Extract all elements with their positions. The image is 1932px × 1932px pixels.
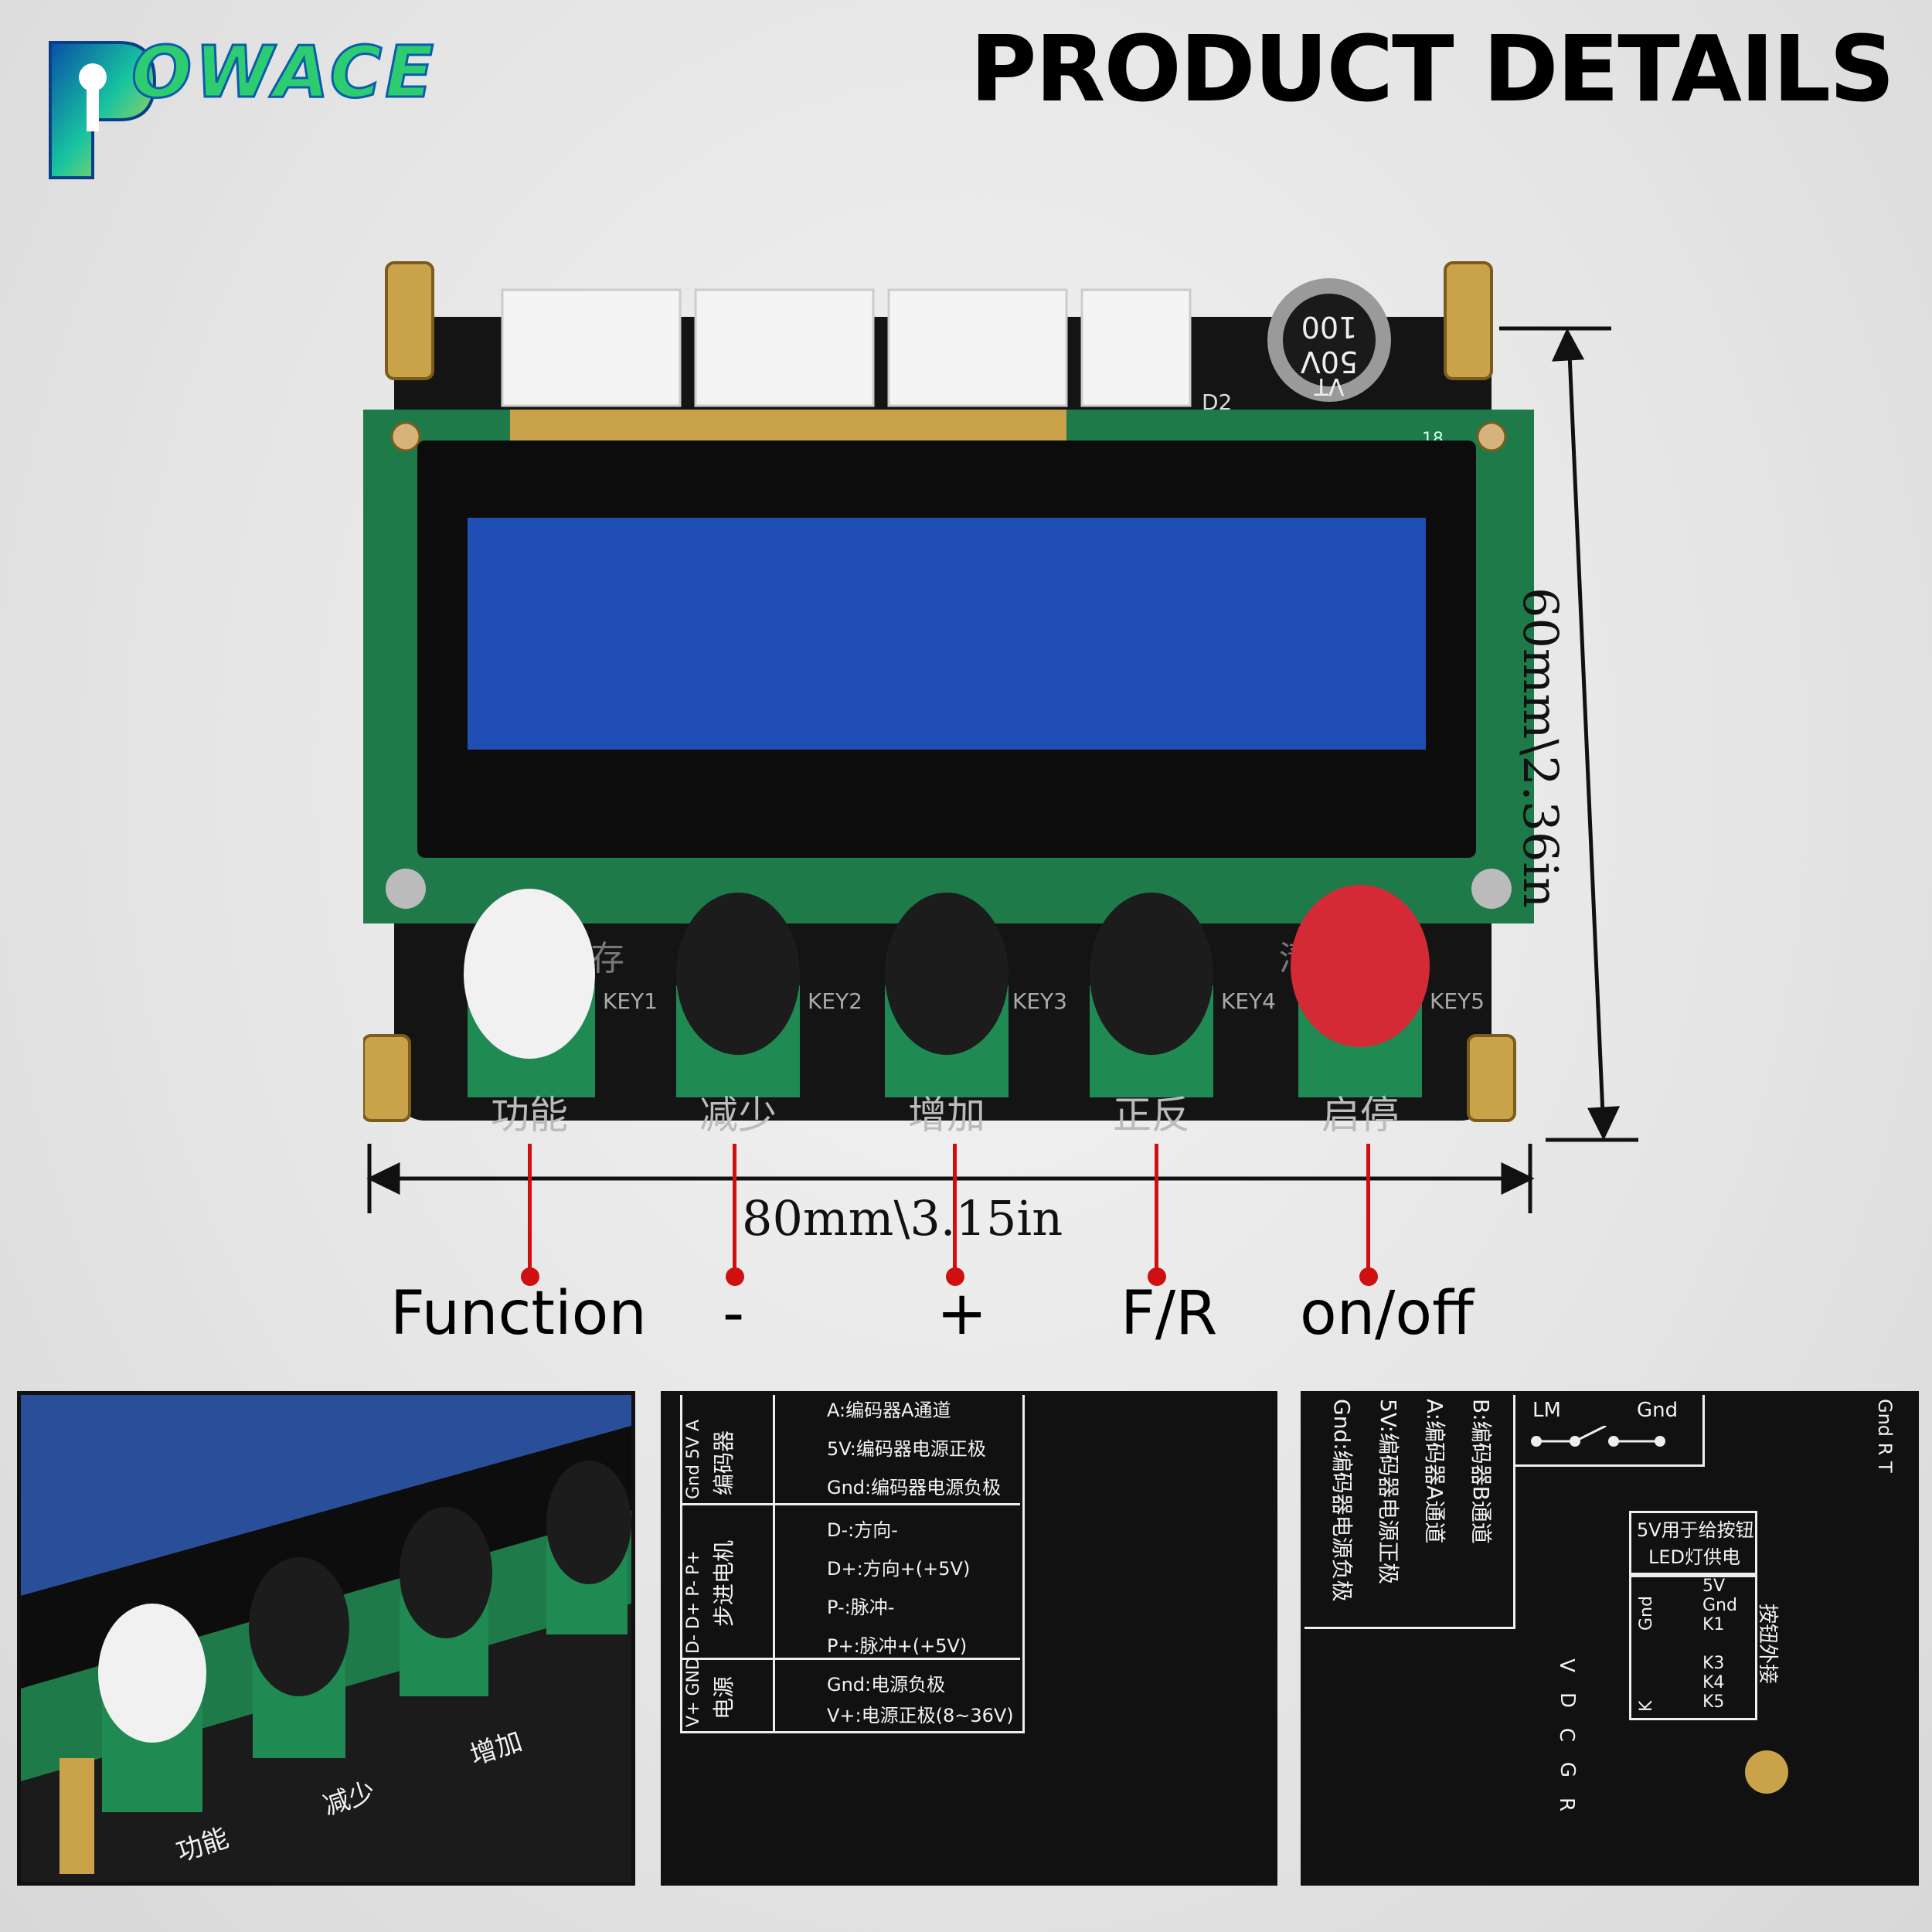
encoder-5v-line: 5V:编码器电源正极 [1376,1399,1401,1585]
callout-line-onoff [1366,1144,1370,1275]
wiring-line: D+:方向+(+5V) [827,1558,971,1580]
callout-dot-fr [1148,1267,1166,1286]
brass-standoffs [363,261,1516,1122]
ext-pin: K5 [1702,1692,1725,1712]
callout-line-plus [953,1144,957,1275]
switch-gnd: Gnd [1637,1399,1679,1422]
wiring-line: 5V:编码器电源正极 [827,1438,986,1460]
group-encoder-pins: Gnd 5V A [684,1419,703,1499]
cap-value-text: 100 [1301,310,1358,344]
bottom-pin-r: R [1555,1797,1579,1812]
bottom-pin-d: D [1556,1692,1580,1709]
connector-row [501,288,1192,407]
callout-dot-plus [946,1267,964,1286]
silk-decrease: 减少 [699,1093,777,1138]
ext-pin: Gnd [1702,1596,1737,1615]
encoder-a-line: A:编码器A通道 [1422,1399,1447,1544]
ext-pin: K4 [1702,1673,1725,1692]
ext-k-side: K [1637,1700,1656,1712]
wiring-table [680,1395,1025,1733]
group-stepper-pins: D- D+ P- P+ [684,1550,703,1654]
wiring-line: A:编码器A通道 [827,1400,951,1421]
screw-icon [386,869,426,909]
silk-function: 功能 [491,1093,568,1138]
screw-icon [1471,869,1512,909]
label-function: Function [390,1279,647,1349]
key4-label: KEY4 [1221,988,1276,1014]
increase-button-cap [885,893,1009,1055]
switch-symbol-icon [1531,1426,1665,1447]
detail-photo-buttons: 功能 减少 增加 [17,1391,635,1886]
switch-lm: LM [1532,1399,1561,1422]
width-dimension: 80mm\3.15in [742,1190,1063,1247]
silk-onoff: 启停 [1321,1093,1399,1138]
cap-brand-text: VT [1314,372,1345,400]
logo-p-key-icon [49,41,157,179]
key3-label: KEY3 [1012,988,1067,1014]
led-note-1: 5V用于给按钮 [1637,1519,1754,1541]
label-fr: F/R [1121,1279,1218,1349]
limit-switch-box [1513,1395,1705,1467]
page-title: PRODUCT DETAILS [970,15,1895,122]
lcd-screen [468,518,1426,750]
wiring-line: Gnd:编码器电源负极 [827,1477,1002,1498]
white-button-cap [98,1604,206,1743]
wiring-line: Gnd:电源负极 [827,1674,946,1696]
logo-wordmark: OWACE [130,30,437,115]
bottom-pin-v: V [1554,1658,1578,1672]
screw-icon [1745,1750,1788,1794]
cap-voltage-text: 50V [1301,345,1358,379]
ext-gnd-side: Gnd [1637,1596,1656,1631]
ext-label: 按钮外接 [1756,1604,1779,1685]
led-note-box [1629,1511,1757,1577]
silk-increase: 增加 [908,1093,985,1138]
group-power-pins: V+ GND [684,1657,703,1727]
wiring-line: D-:方向- [827,1519,898,1541]
onoff-button-cap [1291,885,1430,1047]
ext-pin: K3 [1702,1654,1725,1673]
callout-dot-minus [726,1267,744,1286]
callout-line-fr [1155,1144,1158,1275]
callout-dot-onoff [1359,1267,1378,1286]
wiring-line: V+:电源正极(8~36V) [827,1705,1014,1726]
button-ext-box [1629,1573,1757,1720]
pins-gnd-r-t: Gnd R T [1874,1399,1896,1473]
callout-line-minus [733,1144,736,1275]
key2-label: KEY2 [808,988,862,1014]
ext-pin: K1 [1702,1615,1725,1634]
ext-pin: 5V [1702,1577,1726,1596]
controller-board: 50V 100 VT D2 18 保存 清 KEY1 KEY2 KEY3 KEY… [363,261,1534,1138]
bottom-pin-g: G [1556,1761,1580,1778]
key5-label: KEY5 [1430,988,1485,1014]
silk-direction: 正反 [1113,1093,1190,1138]
header-pins [510,410,1066,440]
wiring-line: P-:脉冲- [827,1597,895,1618]
callout-line-function [528,1144,532,1275]
brand-logo [46,39,425,182]
bottom-pin-c: C [1555,1727,1579,1743]
encoder-box [1304,1395,1515,1629]
detail-photo-wiring-right: B:编码器B通道 A:编码器A通道 5V:编码器电源正极 Gnd:编码器电源负极… [1301,1391,1919,1886]
detail-photo-wiring-left: Gnd 5V A 编码器 D- D+ P- P+ 步进电机 V+ GND 电源 … [661,1391,1277,1886]
direction-button-cap [1090,893,1213,1055]
label-onoff: on/off [1300,1279,1474,1349]
decrease-button-cap [676,893,800,1055]
group-power-title: 电源 [711,1675,736,1719]
encoder-gnd-line: Gnd:编码器电源负极 [1329,1399,1355,1602]
key1-label: KEY1 [603,988,658,1014]
label-minus: - [723,1279,745,1349]
callout-dot-function [521,1267,539,1286]
label-plus: + [937,1279,988,1349]
height-dimension: 60mm\2.36in [1512,587,1569,909]
group-encoder-title: 编码器 [711,1430,736,1495]
wiring-line: P+:脉冲+(+5V) [827,1635,968,1657]
led-note-2: LED灯供电 [1648,1546,1741,1568]
group-stepper-title: 步进电机 [711,1539,736,1627]
encoder-b-line: B:编码器B通道 [1468,1399,1494,1544]
function-button-cap [464,889,595,1059]
